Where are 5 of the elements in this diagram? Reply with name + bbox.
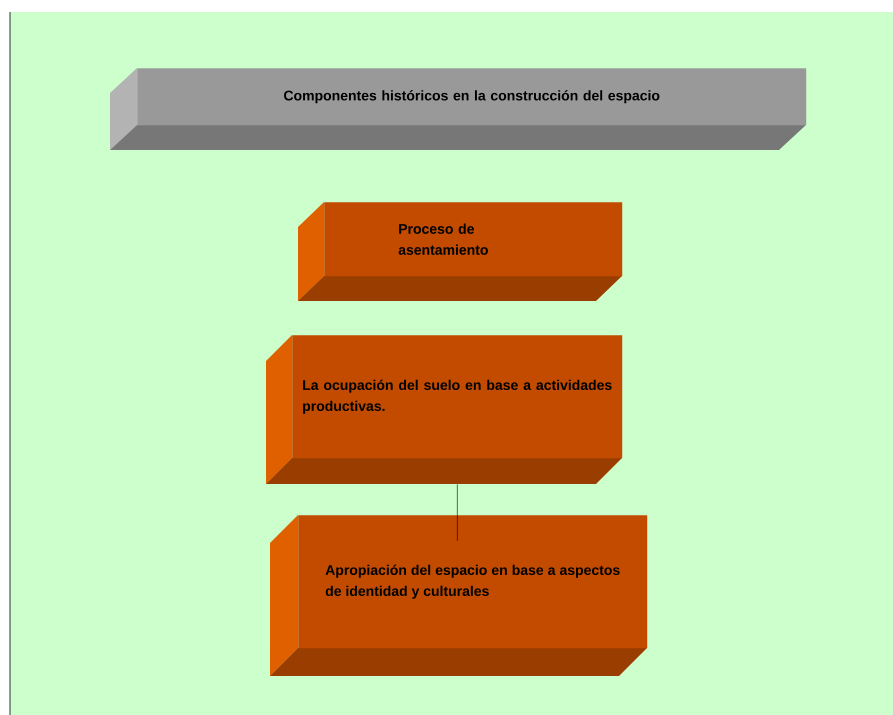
title-box: Componentes históricos en la construcción del espacio xyxy=(110,68,806,150)
process-box: La ocupación del suelo en base a actividades productivas. xyxy=(266,335,622,484)
connector-line xyxy=(456,484,458,542)
process-box: Proceso de asentamiento xyxy=(298,202,622,301)
process-box: Apropiación del espacio en base a aspectos de identidad y culturales xyxy=(270,515,648,676)
